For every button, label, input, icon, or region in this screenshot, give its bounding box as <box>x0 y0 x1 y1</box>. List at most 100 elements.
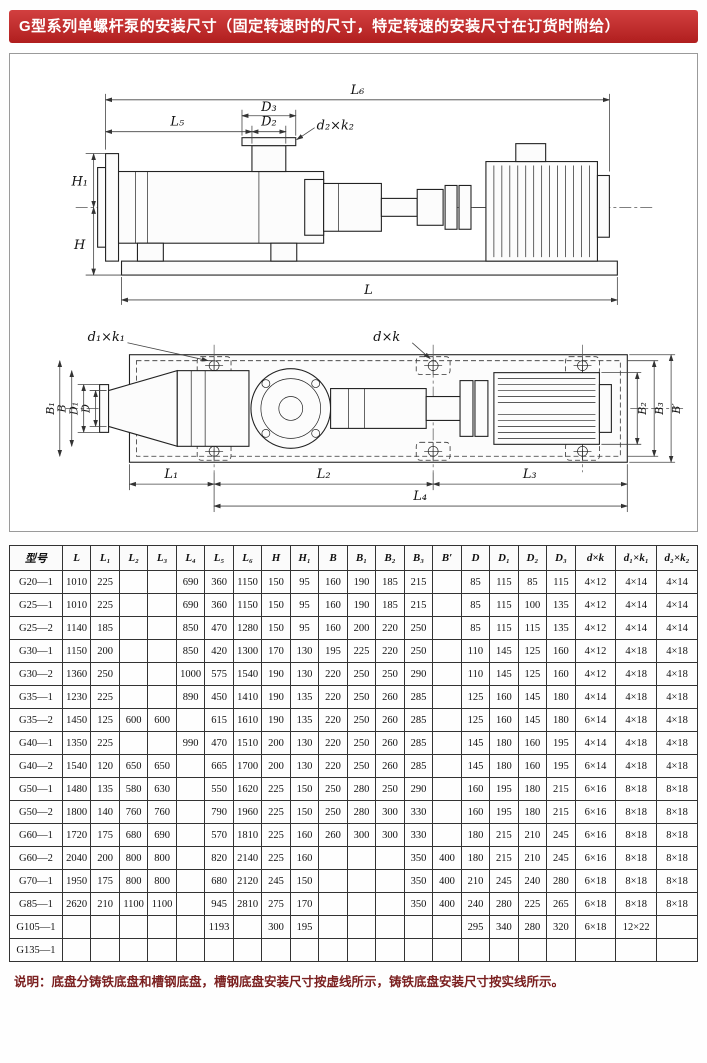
dimension-cell: 360 <box>204 570 234 594</box>
dimension-cell <box>147 915 177 939</box>
dimension-cell: 115 <box>546 570 576 594</box>
dimension-cell: 1150 <box>232 570 263 594</box>
dimension-cell: 250 <box>318 800 348 824</box>
dimension-cell: 630 <box>147 777 177 801</box>
dimension-cell: 195 <box>289 915 320 939</box>
dimension-cell: 570 <box>204 823 234 847</box>
dimension-cell: 8×18 <box>656 869 698 893</box>
dimension-cell: 85 <box>460 593 491 617</box>
dimension-cell: 290 <box>403 662 434 686</box>
dimension-cell: 275 <box>261 892 291 916</box>
suction-cone-plan <box>99 369 178 448</box>
dimension-cell: 760 <box>118 800 149 824</box>
dimension-cell: 220 <box>318 754 348 778</box>
dim-label-B2: B₂ <box>636 402 649 415</box>
dimension-cell: 280 <box>346 800 377 824</box>
dimension-cell: 580 <box>118 777 149 801</box>
dimension-cell: 1150 <box>232 593 263 617</box>
dim-label-L: L <box>363 283 373 298</box>
dim-label-L1: L₁ <box>163 467 178 482</box>
dimension-cell: 850 <box>175 616 206 640</box>
dimension-cell: 600 <box>147 708 177 732</box>
dimension-cell: 8×18 <box>656 823 698 847</box>
dimension-cell: 4×12 <box>574 593 617 617</box>
dimension-cell: 245 <box>489 869 519 893</box>
dimension-cell: 600 <box>118 708 149 732</box>
dimension-cell: 2120 <box>232 869 263 893</box>
dimension-cell <box>318 869 348 893</box>
dimension-cell: 220 <box>375 616 405 640</box>
dimension-cell: 175 <box>90 869 120 893</box>
dimension-cell: 285 <box>403 685 434 709</box>
dim-label-B1: B₁ <box>44 402 57 415</box>
dimension-cell <box>432 708 462 732</box>
technical-drawing: L₆ D₃ L₅ D₂ d₂×k₂ <box>9 53 698 532</box>
dimension-cell: 190 <box>346 570 377 594</box>
dimension-cell: 115 <box>489 570 519 594</box>
dimension-cell: 185 <box>375 570 405 594</box>
dimension-cell: 210 <box>517 823 548 847</box>
pump-body-plan <box>176 370 250 447</box>
dimension-cell <box>517 938 548 962</box>
dimension-cell: 160 <box>517 754 548 778</box>
dimension-cell <box>175 754 206 778</box>
terminal-box <box>515 143 547 163</box>
dimension-cell <box>432 593 462 617</box>
dimension-cell: 225 <box>517 892 548 916</box>
dimension-cell: 110 <box>460 662 491 686</box>
dimension-cell: 300 <box>375 823 405 847</box>
dimension-cell <box>432 685 462 709</box>
dimension-cell <box>574 938 617 962</box>
dimension-cell: 250 <box>375 777 405 801</box>
model-cell: G40—2 <box>9 754 63 778</box>
dimension-cell: 115 <box>489 616 519 640</box>
dimension-cell <box>147 938 177 962</box>
dimension-cell: 12×22 <box>615 915 658 939</box>
dimension-cell: 175 <box>90 823 120 847</box>
model-cell: G40—1 <box>9 731 63 755</box>
dimension-cell: 120 <box>90 754 120 778</box>
dimension-cell: 180 <box>489 731 519 755</box>
dimension-cell: 160 <box>460 777 491 801</box>
dim-label-L6: L₆ <box>350 83 365 98</box>
column-header: d₂×k₂ <box>656 545 698 571</box>
dimension-cell: 260 <box>375 731 405 755</box>
dimension-cell: 4×14 <box>615 593 658 617</box>
column-header: H <box>261 545 291 571</box>
dimension-cell <box>118 662 149 686</box>
baseplate-side <box>120 260 618 276</box>
dimension-cell: 615 <box>204 708 234 732</box>
column-header: H₁ <box>289 545 320 571</box>
dimension-cell <box>346 892 377 916</box>
dimension-cell: 160 <box>289 846 320 870</box>
bearing-housing-side <box>323 182 444 232</box>
dimension-cell: 180 <box>460 823 491 847</box>
dimension-cell: 145 <box>460 754 491 778</box>
dimension-cell: 245 <box>261 869 291 893</box>
dimension-cell: 300 <box>261 915 291 939</box>
dimension-cell: 225 <box>90 570 120 594</box>
column-header: 型号 <box>9 545 63 571</box>
dimension-cell: 350 <box>403 892 434 916</box>
dimension-cell: 1450 <box>61 708 92 732</box>
footnote: 说明：底盘分铸铁底盘和槽钢底盘，槽钢底盘安装尺寸按虚线所示，铸铁底盘安装尺寸按实… <box>14 975 565 989</box>
dimension-cell: 190 <box>261 662 291 686</box>
dimension-cell: 800 <box>147 869 177 893</box>
dimension-cell: 180 <box>460 846 491 870</box>
dimension-cell: 95 <box>289 593 320 617</box>
dimension-cell: 250 <box>403 639 434 663</box>
dim-label-Bp: B′ <box>670 403 683 415</box>
dimension-cell: 1100 <box>147 892 177 916</box>
dimension-cell <box>318 892 348 916</box>
dimension-cell: 160 <box>546 662 576 686</box>
dimension-cell: 130 <box>289 731 320 755</box>
dimension-cell <box>432 754 462 778</box>
dimension-cell: 160 <box>489 708 519 732</box>
dimension-cell: 285 <box>403 731 434 755</box>
dimension-cell: 4×12 <box>574 570 617 594</box>
dimension-cell: 215 <box>403 570 434 594</box>
column-header: B₂ <box>375 545 405 571</box>
dimension-cell: 225 <box>346 639 377 663</box>
dimension-cell: 1480 <box>61 777 92 801</box>
